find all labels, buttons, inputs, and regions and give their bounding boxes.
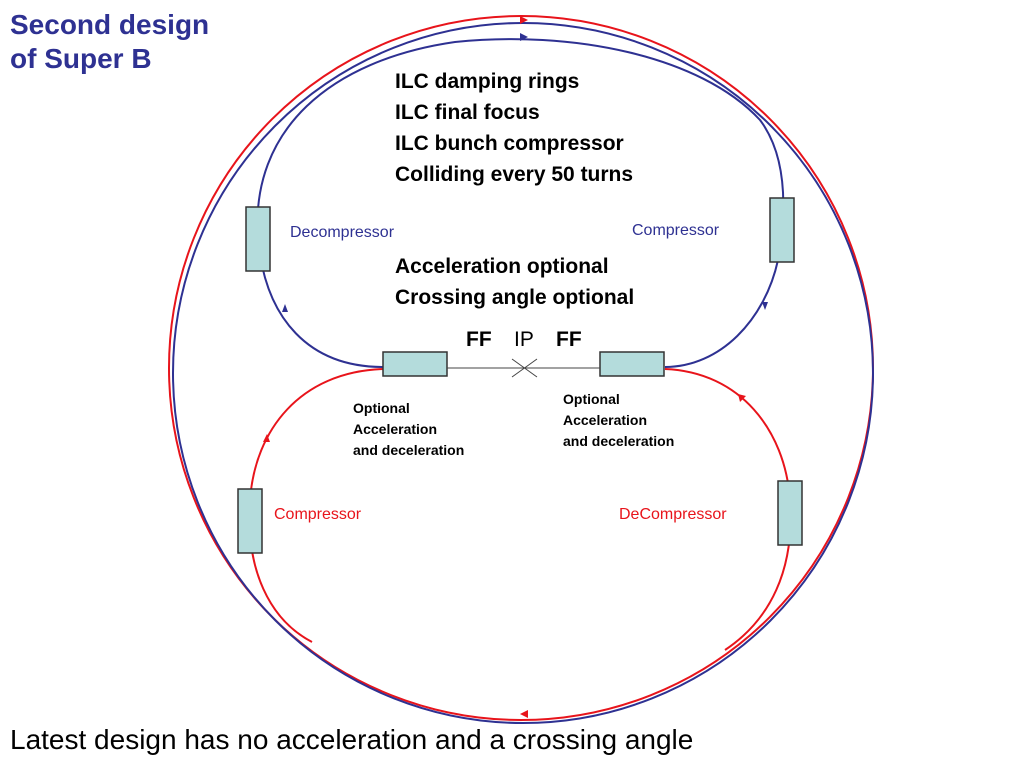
compressor-top-component: [769, 197, 795, 263]
slide-title: Second design of Super B: [10, 8, 209, 76]
option-item: Crossing angle optional: [395, 286, 635, 309]
arrow-red-left: [263, 434, 270, 442]
feature-item: ILC bunch compressor: [395, 132, 624, 155]
ff-left-component: [382, 351, 448, 377]
compressor-bottom-component: [237, 488, 263, 554]
compressor-bottom-label: Compressor: [274, 506, 362, 523]
note-line: and deceleration: [563, 433, 675, 449]
arrow-blue-left: [282, 304, 288, 312]
arrow-red-top: [520, 16, 528, 24]
ff-right-component: [599, 351, 665, 377]
ip-cross-b: [511, 358, 538, 378]
note-line: Acceleration: [563, 412, 648, 428]
options-list: Acceleration optional Crossing angle opt…: [395, 251, 634, 313]
feature-item: ILC damping rings: [395, 70, 580, 93]
decompressor-top-component: [245, 206, 271, 272]
arrow-red-right: [738, 394, 746, 402]
note-line: Optional: [563, 391, 620, 407]
compressor-top-label: Compressor: [632, 222, 720, 239]
decompressor-bottom-component: [777, 480, 803, 546]
feature-item: ILC final focus: [395, 101, 540, 124]
decompressor-top-label: Decompressor: [290, 224, 395, 241]
outer-blue-ring: [172, 22, 874, 724]
arrow-red-bottom: [520, 710, 528, 718]
feature-list: ILC damping rings ILC final focus ILC bu…: [395, 66, 633, 190]
decompressor-bottom-label: DeCompressor: [619, 506, 727, 523]
ip-label: IP: [514, 328, 534, 351]
feature-item: Colliding every 50 turns: [395, 163, 634, 186]
footer-caption: Latest design has no acceleration and a …: [10, 724, 694, 755]
note-left: Optional Acceleration and deceleration: [353, 398, 464, 461]
ff-right-label: FF: [556, 328, 582, 351]
title-line-2: of Super B: [10, 43, 152, 74]
note-line: and deceleration: [353, 442, 465, 458]
arrow-blue-top: [520, 33, 528, 41]
option-item: Acceleration optional: [395, 255, 609, 278]
arrow-blue-right: [762, 302, 768, 310]
note-line: Acceleration: [353, 421, 438, 437]
note-right: Optional Acceleration and deceleration: [563, 389, 674, 452]
ff-left-label: FF: [466, 328, 492, 351]
note-line: Optional: [353, 400, 410, 416]
title-line-1: Second design: [10, 9, 210, 40]
